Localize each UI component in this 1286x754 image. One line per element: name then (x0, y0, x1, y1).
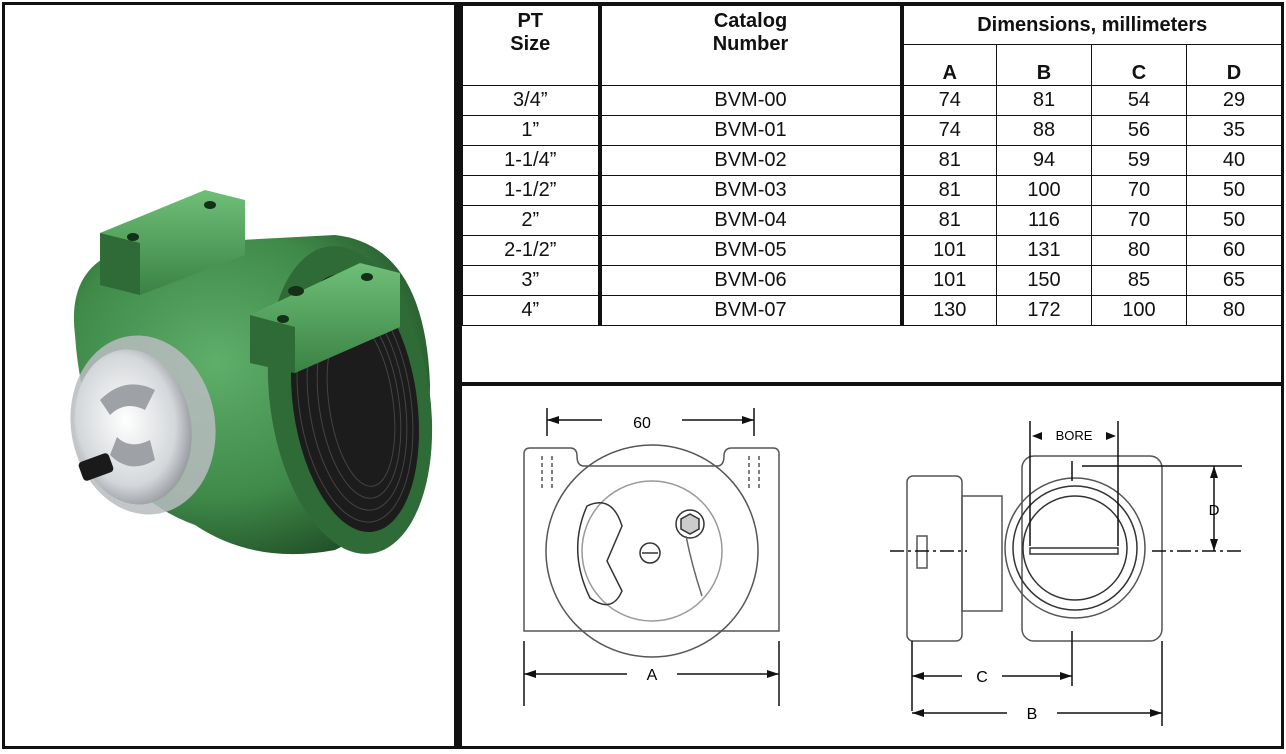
table-row: 3/4” BVM-00 74 81 54 29 (462, 85, 1283, 116)
cell-d: 60 (1185, 235, 1283, 266)
cell-size: 4” (462, 295, 602, 326)
cell-d: 80 (1185, 295, 1283, 326)
side-view-drawing (890, 421, 1242, 726)
cell-d: 50 (1185, 205, 1283, 236)
cell-size: 3” (462, 265, 602, 296)
cell-catalog: BVM-06 (599, 265, 904, 296)
cell-a: 101 (901, 235, 997, 266)
cell-b: 131 (996, 235, 1092, 266)
valve-render-image (70, 190, 433, 555)
cell-catalog: BVM-04 (599, 205, 904, 236)
header-col-a: A (901, 44, 997, 86)
cell-d: 50 (1185, 175, 1283, 206)
header-col-c: C (1091, 44, 1187, 86)
cell-catalog: BVM-02 (599, 145, 904, 176)
product-image-panel (2, 2, 457, 749)
technical-drawings: 60 A BORE D C B (523, 408, 1242, 726)
front-view-drawing (523, 408, 780, 706)
table-body: 3/4” BVM-00 74 81 54 29 1” BVM-01 74 88 … (462, 85, 1283, 326)
technical-drawing-area: 60 A BORE D C B (462, 382, 1281, 753)
header-pt-line2: Size (510, 33, 551, 55)
cell-d: 29 (1185, 85, 1283, 116)
table-row: 2” BVM-04 81 116 70 50 (462, 205, 1283, 236)
cell-size: 1” (462, 115, 602, 146)
header-pt-line1: PT (517, 10, 544, 32)
cell-a: 81 (901, 175, 997, 206)
table-row: 1” BVM-01 74 88 56 35 (462, 115, 1283, 146)
cell-a: 101 (901, 265, 997, 296)
cell-b: 88 (996, 115, 1092, 146)
dim-a-label: A (647, 667, 658, 684)
cell-catalog: BVM-01 (599, 115, 904, 146)
table-row: 3” BVM-06 101 150 85 65 (462, 265, 1283, 296)
cell-catalog: BVM-05 (599, 235, 904, 266)
specification-panel: PT Size Catalog Number Dimensions, milli… (457, 2, 1284, 749)
dim-b-label: B (1027, 706, 1038, 723)
cell-a: 81 (901, 205, 997, 236)
cell-c: 59 (1091, 145, 1187, 176)
cell-size: 2” (462, 205, 602, 236)
cell-catalog: BVM-03 (599, 175, 904, 206)
cell-c: 54 (1091, 85, 1187, 116)
header-col-b: B (996, 44, 1092, 86)
cell-a: 81 (901, 145, 997, 176)
cell-d: 35 (1185, 115, 1283, 146)
cell-size: 1-1/2” (462, 175, 602, 206)
cell-b: 100 (996, 175, 1092, 206)
table-row: 4” BVM-07 130 172 100 80 (462, 295, 1283, 326)
cell-size: 2-1/2” (462, 235, 602, 266)
table-row: 2-1/2” BVM-05 101 131 80 60 (462, 235, 1283, 266)
header-catalog-line1: Catalog (713, 10, 788, 32)
cell-a: 130 (901, 295, 997, 326)
dim-60-label: 60 (633, 415, 651, 432)
dim-d-label: D (1209, 502, 1220, 519)
cell-b: 116 (996, 205, 1092, 236)
header-catalog-number: Catalog Number (599, 5, 904, 86)
cell-c: 80 (1091, 235, 1187, 266)
cell-b: 81 (996, 85, 1092, 116)
cell-size: 3/4” (462, 85, 602, 116)
cell-size: 1-1/4” (462, 145, 602, 176)
cell-c: 100 (1091, 295, 1187, 326)
table-row: 1-1/4” BVM-02 81 94 59 40 (462, 145, 1283, 176)
cell-c: 70 (1091, 205, 1187, 236)
dim-bore-label: BORE (1056, 428, 1093, 443)
cell-b: 172 (996, 295, 1092, 326)
cell-a: 74 (901, 115, 997, 146)
table-row: 1-1/2” BVM-03 81 100 70 50 (462, 175, 1283, 206)
header-catalog-line2: Number (712, 33, 789, 55)
cell-a: 74 (901, 85, 997, 116)
cell-catalog: BVM-00 (599, 85, 904, 116)
cell-c: 85 (1091, 265, 1187, 296)
header-pt-size: PT Size (462, 5, 602, 86)
cell-d: 65 (1185, 265, 1283, 296)
dimensions-table: PT Size Catalog Number Dimensions, milli… (462, 5, 1283, 326)
cell-b: 150 (996, 265, 1092, 296)
cell-c: 70 (1091, 175, 1187, 206)
cell-catalog: BVM-07 (599, 295, 904, 326)
header-dimensions: Dimensions, millimeters (900, 5, 1283, 45)
dim-c-label: C (976, 669, 988, 686)
header-col-d: D (1185, 44, 1283, 86)
cell-c: 56 (1091, 115, 1187, 146)
cell-d: 40 (1185, 145, 1283, 176)
cell-b: 94 (996, 145, 1092, 176)
